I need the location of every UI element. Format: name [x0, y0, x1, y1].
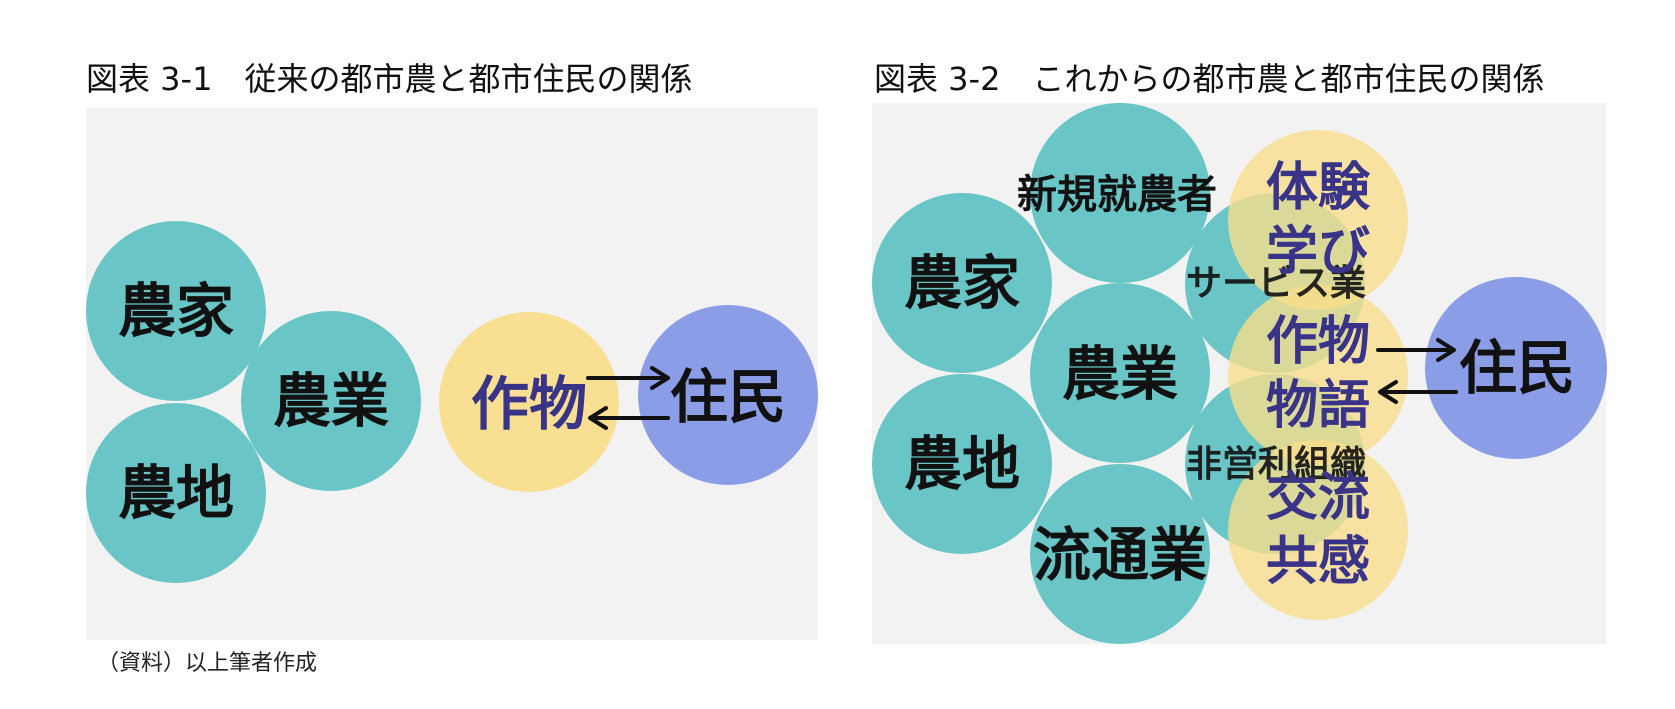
distribution-label: 流通業: [1032, 521, 1208, 589]
farmer-node-2: [872, 193, 1052, 373]
farmland-node: [86, 403, 266, 583]
new-farmers-node: [1030, 103, 1210, 283]
residents-node: [638, 305, 818, 485]
agriculture-node-2: [1030, 283, 1210, 463]
nonprofit-label: 非営利組織: [1185, 444, 1367, 485]
farmer-label-2: 農家: [903, 249, 1021, 317]
residents-node-2: [1425, 277, 1607, 459]
experience-node: [1228, 130, 1408, 310]
figure-3-2-title: 図表 3-2 これからの都市農と都市住民の関係: [874, 60, 1545, 98]
exchange-empathy-label: 交流 共感: [1265, 468, 1371, 592]
crops-node: [439, 312, 619, 492]
figure-3-1-title: 図表 3-1 従来の都市農と都市住民の関係: [86, 60, 693, 98]
farmland-label: 農地: [117, 459, 235, 527]
agriculture-node: [241, 311, 421, 491]
residents-label: 住民: [669, 363, 787, 431]
crop-story-node: [1228, 285, 1408, 465]
farmer-node: [86, 221, 266, 401]
crop-story-label: 作物 物語: [1265, 312, 1371, 436]
farmland-label-2: 農地: [903, 430, 1021, 498]
new-farmers-label: 新規就農者: [1017, 172, 1217, 218]
experience-learning-label: 体験 学び: [1265, 158, 1371, 282]
farmland-node-2: [872, 374, 1052, 554]
farmer-label: 農家: [117, 277, 235, 345]
distribution-node: [1030, 464, 1210, 644]
exchange-node: [1228, 440, 1408, 620]
service-label: サービス業: [1185, 263, 1367, 304]
source-note: （資料）以上筆者作成: [97, 651, 318, 676]
agriculture-label: 農業: [272, 367, 390, 435]
crops-label: 作物: [470, 370, 588, 438]
residents-label-2: 住民: [1458, 334, 1576, 402]
agriculture-label-2: 農業: [1061, 340, 1179, 408]
